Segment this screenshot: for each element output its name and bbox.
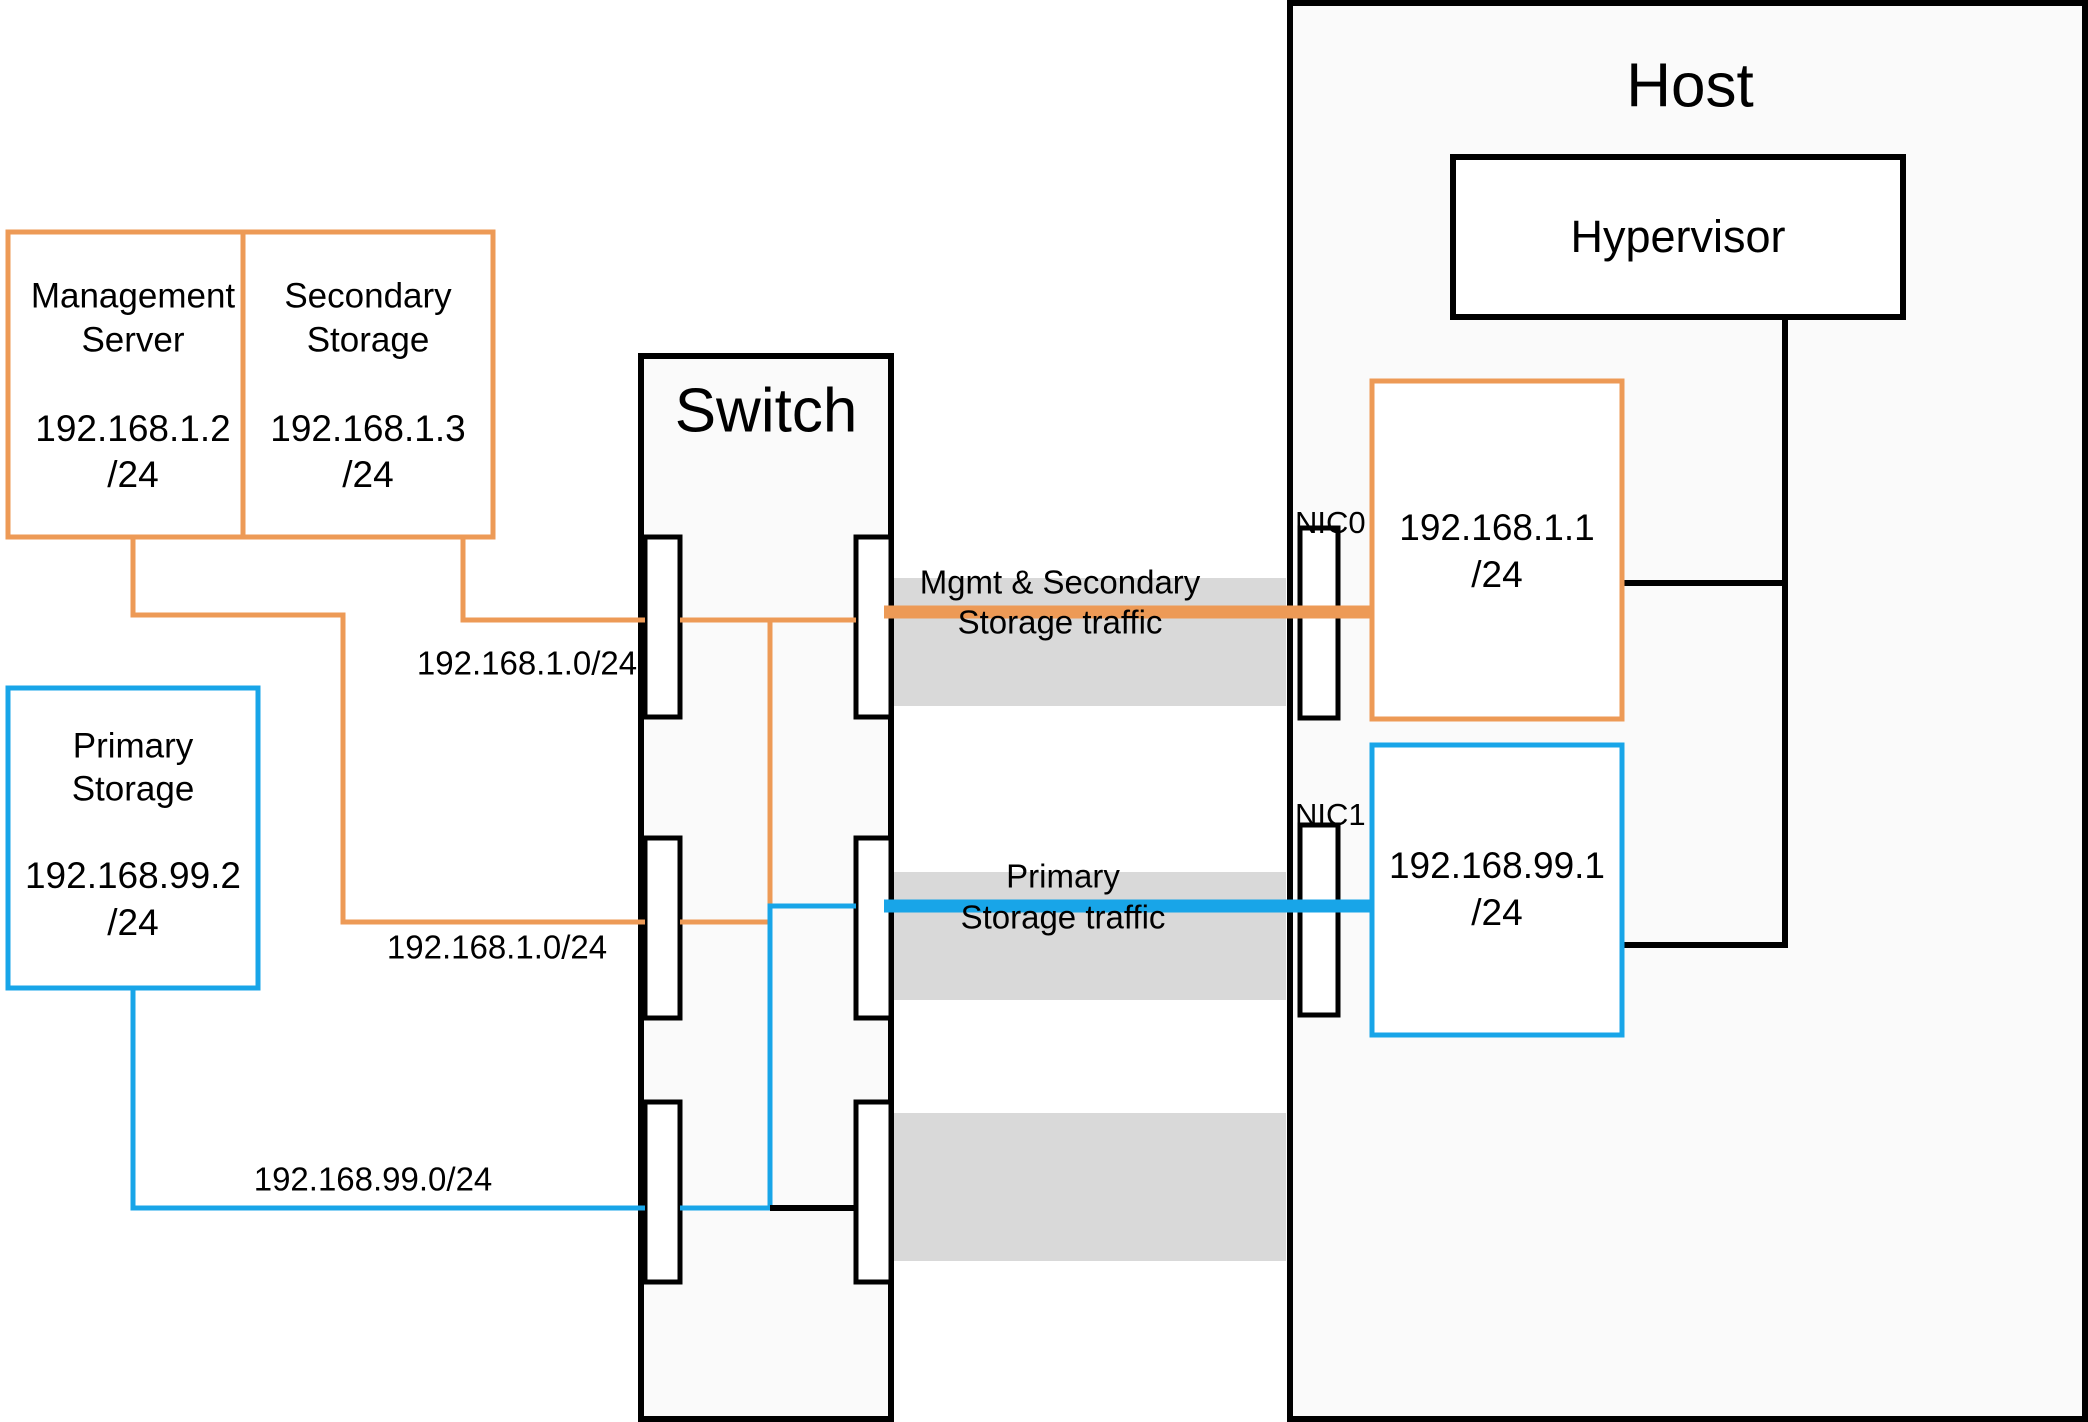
- primary-storage-name-line2: Storage: [72, 769, 195, 808]
- nic1-label: NIC1: [1295, 797, 1366, 832]
- switch-port-right-3[interactable]: [853, 1099, 894, 1285]
- mgmt-traffic-line2: Storage traffic: [958, 604, 1163, 641]
- link-secondary-storage-to-switch: [460, 537, 645, 623]
- management-server-mask: /24: [107, 454, 158, 495]
- switch-label: Switch: [675, 376, 858, 445]
- hypervisor-label: Hypervisor: [1570, 211, 1785, 262]
- switch-port-right-2[interactable]: [853, 835, 894, 1021]
- switch-port-left-1[interactable]: [642, 534, 683, 720]
- switch-internal-blue-bus: [680, 903, 856, 1211]
- traffic-band-unlabeled: [893, 1113, 1286, 1261]
- management-server-ip: 192.168.1.2: [35, 408, 230, 449]
- primary-traffic-line2: Storage traffic: [961, 899, 1166, 936]
- nic0-ip-box[interactable]: [1369, 378, 1625, 722]
- primary-storage-mask: /24: [107, 902, 158, 943]
- primary-storage-name-line1: Primary: [73, 726, 194, 765]
- hypervisor-box[interactable]: [1450, 154, 1906, 320]
- nic0-label: NIC0: [1295, 505, 1366, 540]
- secondary-storage-name-line1: Secondary: [284, 276, 452, 315]
- management-server-box[interactable]: [5, 229, 261, 540]
- link-management-server-to-switch: [130, 537, 645, 925]
- management-server-name-line2: Server: [81, 320, 184, 359]
- nic0-ip-mask: /24: [1471, 554, 1522, 595]
- management-server-name-line1: Management: [31, 276, 236, 315]
- switch-body[interactable]: [638, 353, 894, 1422]
- nic1-ip-mask: /24: [1471, 892, 1522, 933]
- secondary-storage-name-line2: Storage: [307, 320, 430, 359]
- subnet-label-mgmt-lower: 192.168.1.0/24: [387, 929, 607, 966]
- host-nic1-port[interactable]: [1297, 822, 1341, 1018]
- switch-port-left-2[interactable]: [642, 835, 683, 1021]
- nic0-ip-value: 192.168.1.1: [1399, 507, 1594, 548]
- nic1-ip-box[interactable]: [1369, 742, 1625, 1038]
- primary-traffic-line1: Primary: [1006, 858, 1120, 895]
- secondary-storage-box[interactable]: [240, 229, 496, 540]
- primary-storage-ip: 192.168.99.2: [25, 855, 241, 896]
- host-label: Host: [1626, 51, 1753, 120]
- switch-port-left-3[interactable]: [642, 1099, 683, 1285]
- switch-port-right-1[interactable]: [853, 534, 894, 720]
- traffic-band-primary: [893, 872, 1286, 1000]
- mgmt-traffic-line1: Mgmt & Secondary: [920, 564, 1201, 601]
- subnet-label-mgmt-upper: 192.168.1.0/24: [417, 645, 637, 682]
- traffic-band-mgmt: [893, 578, 1286, 706]
- secondary-storage-mask: /24: [342, 454, 393, 495]
- hypervisor-to-nic1-connector: [1620, 583, 1788, 948]
- primary-storage-box[interactable]: [5, 685, 261, 991]
- link-primary-storage-to-switch: [130, 988, 645, 1211]
- subnet-label-storage: 192.168.99.0/24: [254, 1161, 493, 1198]
- secondary-storage-ip: 192.168.1.3: [270, 408, 465, 449]
- nic1-ip-value: 192.168.99.1: [1389, 845, 1605, 886]
- host-nic0-port[interactable]: [1297, 525, 1341, 721]
